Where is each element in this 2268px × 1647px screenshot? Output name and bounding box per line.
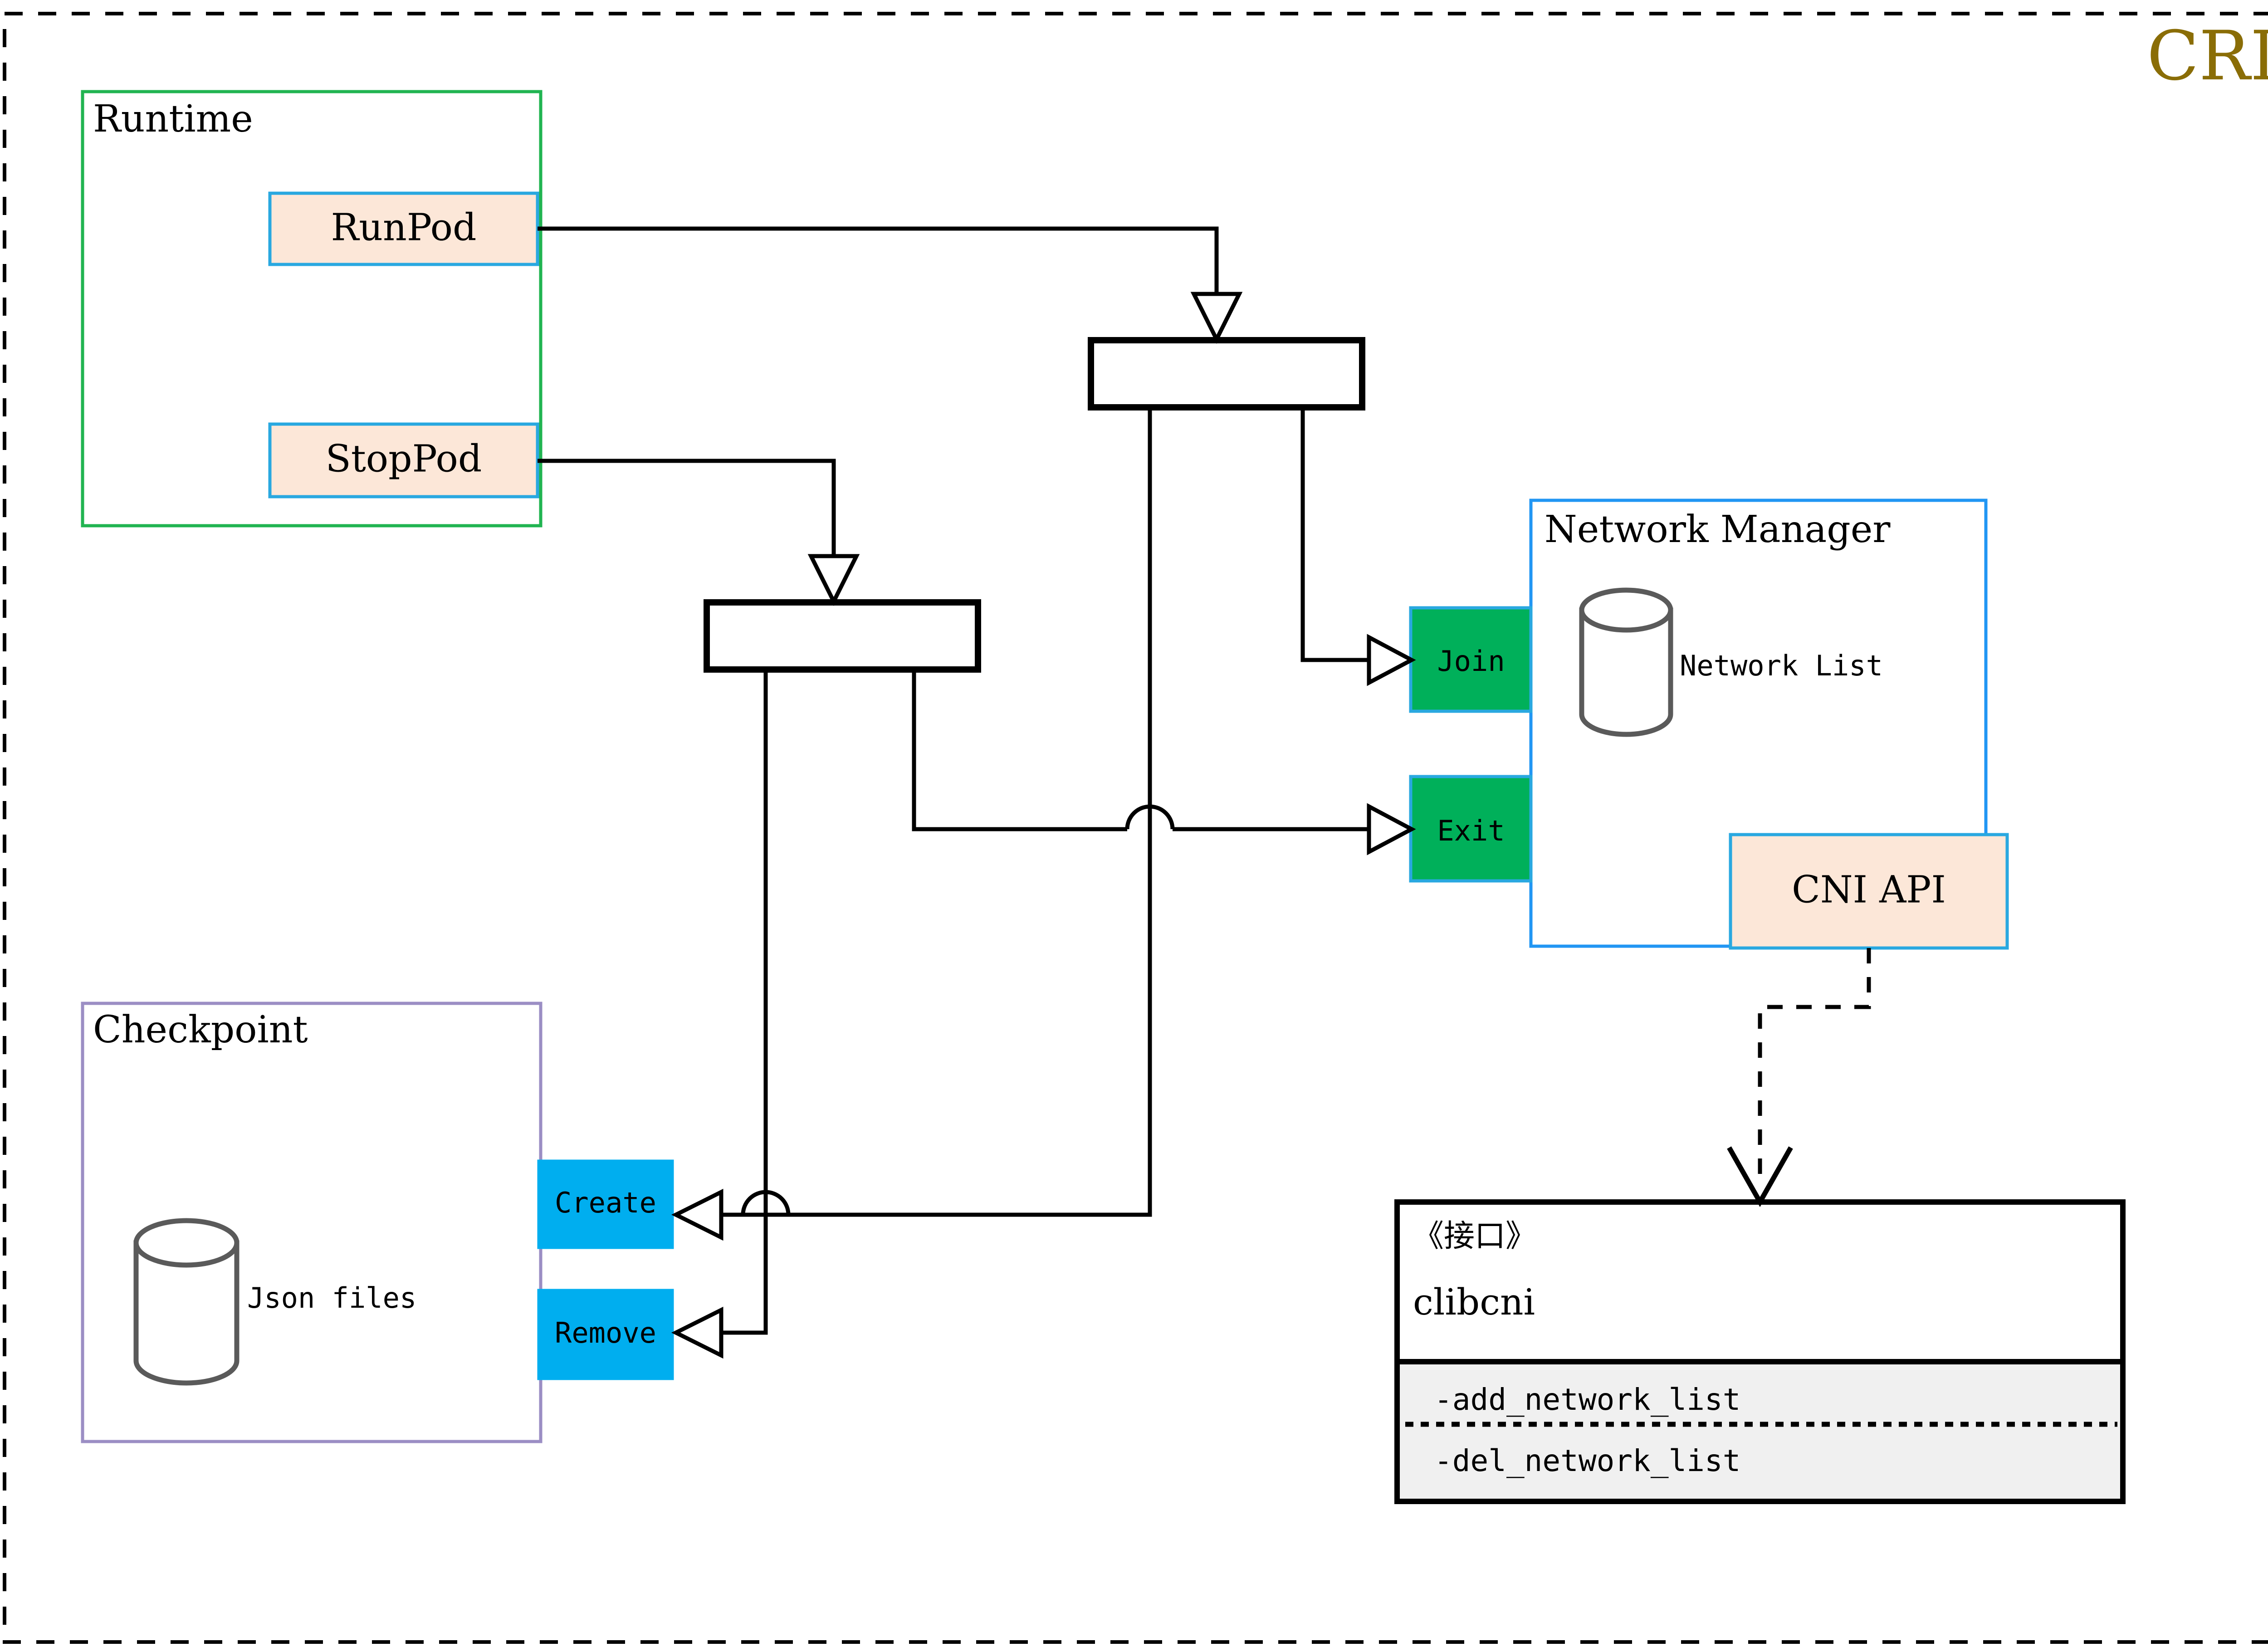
edge-hop-create-over-vertical [741, 1190, 791, 1215]
join-label: Join [1437, 645, 1505, 678]
edge-fork-runpod-right-leg [1300, 407, 1369, 662]
edge-exit-arrowhead-icon [1367, 803, 1416, 855]
edge-stoppod-arrowhead-icon [807, 554, 860, 606]
runpod-box[interactable] [268, 191, 539, 266]
clibcni-member-add: -add_network_list [1434, 1382, 1741, 1417]
outer-dashed-frame [3, 12, 2268, 1644]
create-box[interactable] [537, 1159, 674, 1249]
checkpoint-title: Checkpoint [93, 1008, 308, 1051]
network-list-label: Network List [1680, 649, 1883, 682]
edge-fork-stoppod-right-leg [912, 670, 1127, 831]
edge-remove-arrowhead-icon [671, 1306, 723, 1359]
edge-fork-runpod-left-leg [721, 407, 1152, 1217]
edge-clibcni-arrowhead-icon [1727, 1146, 1793, 1207]
exit-label: Exit [1437, 814, 1505, 847]
remove-box[interactable] [537, 1289, 674, 1380]
create-label: Create [555, 1186, 656, 1219]
runpod-label: RunPod [331, 206, 476, 249]
network-manager-title: Network Manager [1545, 508, 1891, 551]
clibcni-name: clibcni [1413, 1281, 1535, 1323]
edge-runpod-arrowhead-icon [1190, 292, 1243, 344]
clibcni-stereotype: 《接口》 [1413, 1218, 1536, 1254]
stoppod-label: StopPod [326, 438, 482, 481]
cni-api-box[interactable] [1729, 833, 2009, 950]
edge-hop-exit-over-vertical [1125, 804, 1175, 830]
edge-create-arrowhead-icon [671, 1188, 723, 1241]
edge-fork-stoppod-left-leg [721, 670, 768, 1335]
fork-bar-stoppod [704, 599, 981, 673]
clibcni-member-del: -del_network_list [1434, 1443, 1741, 1478]
fork-bar-runpod [1088, 337, 1365, 411]
cni-api-label: CNI API [1792, 869, 1946, 912]
edge-cni-api-to-clibcni [1758, 948, 1871, 1175]
page-title: CRI [2147, 17, 2268, 96]
edge-runpod-to-fork [538, 226, 1219, 294]
remove-label: Remove [555, 1316, 656, 1349]
edge-stoppod-to-fork [538, 459, 836, 556]
exit-box[interactable] [1409, 775, 1533, 883]
runtime-title: Runtime [93, 98, 253, 141]
join-box[interactable] [1409, 606, 1533, 713]
json-files-cylinder-icon [133, 1218, 240, 1386]
edge-join-arrowhead-icon [1367, 634, 1416, 686]
clibcni-members-compartment [1400, 1361, 2120, 1499]
network-list-cylinder-icon [1579, 587, 1673, 737]
json-files-label: Json files [247, 1281, 416, 1315]
